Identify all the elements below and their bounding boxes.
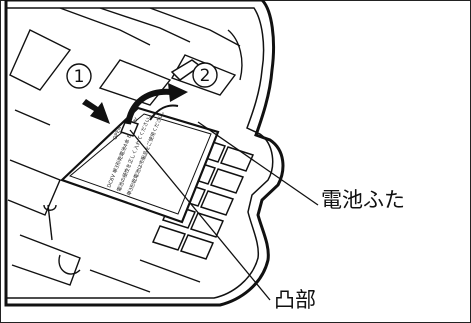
leader-line-cover bbox=[197, 121, 319, 206]
push-arrow bbox=[82, 99, 110, 124]
step-1-badge: 1 bbox=[66, 63, 92, 89]
protrusion-tab bbox=[119, 119, 140, 137]
battery-cover-label: 電池ふた bbox=[321, 188, 405, 212]
device-body-inner bbox=[6, 7, 274, 299]
step-2-number: 2 bbox=[200, 66, 211, 86]
leader-line-tab bbox=[129, 129, 271, 301]
lift-arrow bbox=[125, 83, 188, 125]
step-2-badge: 2 bbox=[192, 62, 218, 88]
cover-open-text: OPEN bbox=[112, 125, 123, 140]
protrusion-label: 凸部 bbox=[274, 288, 316, 312]
step-1-number: 1 bbox=[74, 67, 85, 87]
